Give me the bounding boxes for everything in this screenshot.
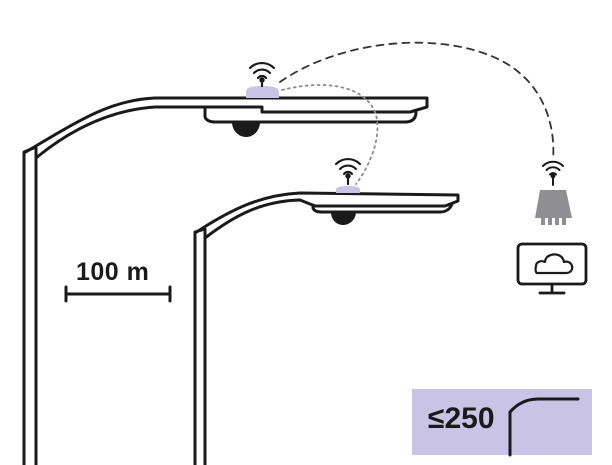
streetlight-icon (508, 397, 580, 457)
wifi-signal-icon (248, 61, 276, 88)
arm-small (193, 191, 460, 240)
gateway-link-dashed (279, 41, 555, 161)
scale-bar-label: 100 m (76, 258, 150, 286)
cloud-monitor-icon (516, 242, 588, 295)
camera-dome-icon (331, 212, 356, 225)
wifi-signal-icon (542, 160, 564, 186)
wifi-signal-icon (334, 157, 362, 186)
streetlight-small (193, 191, 460, 465)
max-luminaires-label: ≤250 (428, 402, 495, 435)
streetlight-large (22, 96, 429, 465)
controller-node-large (246, 86, 279, 98)
luminaire-head-large (203, 105, 418, 124)
pole-large (22, 145, 38, 465)
camera-dome-icon (232, 122, 260, 137)
luminaire-head-small (311, 202, 454, 214)
mesh-link-dotted (281, 84, 379, 185)
gateway-device-icon (535, 190, 572, 225)
arm-large (22, 96, 429, 160)
scale-bar (64, 285, 172, 303)
controller-node-small (336, 186, 360, 193)
pole-small (193, 227, 207, 465)
